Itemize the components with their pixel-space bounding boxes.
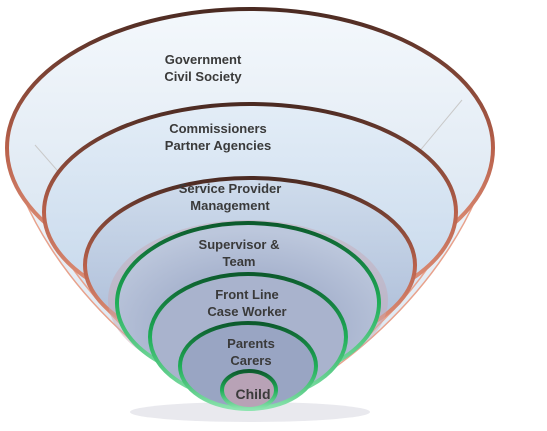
label-service-provider: Service Provider Management [178, 181, 282, 213]
label-front-line: Front Line Case Worker [207, 287, 287, 319]
label-child: Child [235, 386, 271, 402]
label-parents: Parents Carers [227, 336, 275, 368]
layer-child-ring [220, 369, 278, 411]
label-commissioners: Commissioners Partner Agencies [164, 121, 272, 153]
funnel-shadow [130, 402, 370, 422]
label-supervisor: Supervisor & Team [198, 237, 280, 269]
label-government: Government Civil Society [164, 52, 242, 84]
